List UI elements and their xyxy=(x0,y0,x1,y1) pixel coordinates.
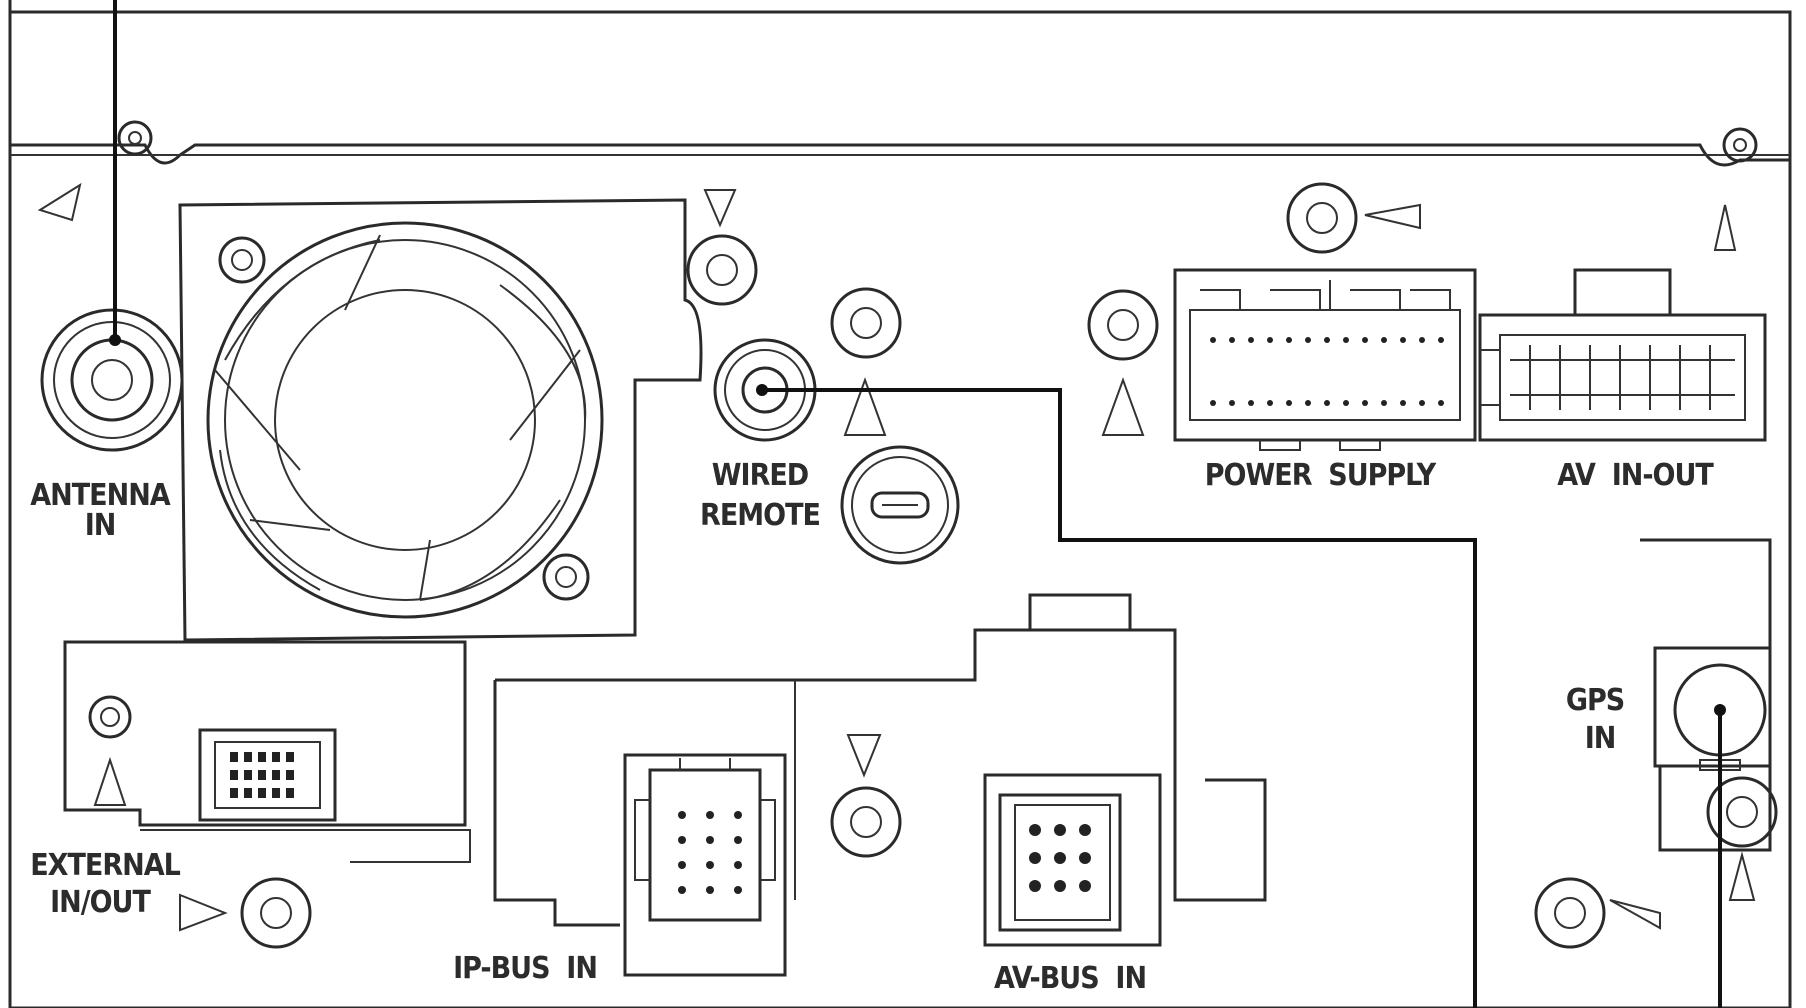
external-io-panel xyxy=(63,640,471,863)
label-av-bus: AV-BUS IN xyxy=(994,961,1146,996)
antenna-connector xyxy=(40,308,184,452)
av-bus-connector xyxy=(983,773,1162,947)
label-external-line2: IN/OUT xyxy=(50,885,151,920)
triangle-markers xyxy=(37,182,1756,932)
label-antenna-line2: IN xyxy=(85,508,116,543)
label-antenna-line1: ANTENNA xyxy=(30,478,171,513)
bus-housing xyxy=(493,593,1267,927)
mounting-screws xyxy=(88,120,1778,949)
label-av-in-out: AV IN-OUT xyxy=(1557,458,1714,493)
label-power-supply: POWER SUPPLY xyxy=(1205,458,1437,493)
label-gps-line1: GPS xyxy=(1566,683,1624,718)
av-in-out-connector xyxy=(1478,268,1767,442)
ip-bus-connector xyxy=(623,753,787,977)
gps-connector xyxy=(1640,538,1772,852)
leader-lines xyxy=(109,0,1726,1008)
label-external-line1: EXTERNAL xyxy=(30,848,180,883)
label-ip-bus: IP-BUS IN xyxy=(453,951,597,986)
label-gps-line2: IN xyxy=(1585,721,1616,756)
cooling-fan xyxy=(178,198,703,642)
power-supply-connector xyxy=(1173,268,1477,451)
chassis-outline xyxy=(8,0,1792,1008)
label-wired-remote-line2: REMOTE xyxy=(700,498,820,533)
label-wired-remote-line1: WIRED xyxy=(712,458,808,493)
rotary-dial xyxy=(840,445,960,565)
